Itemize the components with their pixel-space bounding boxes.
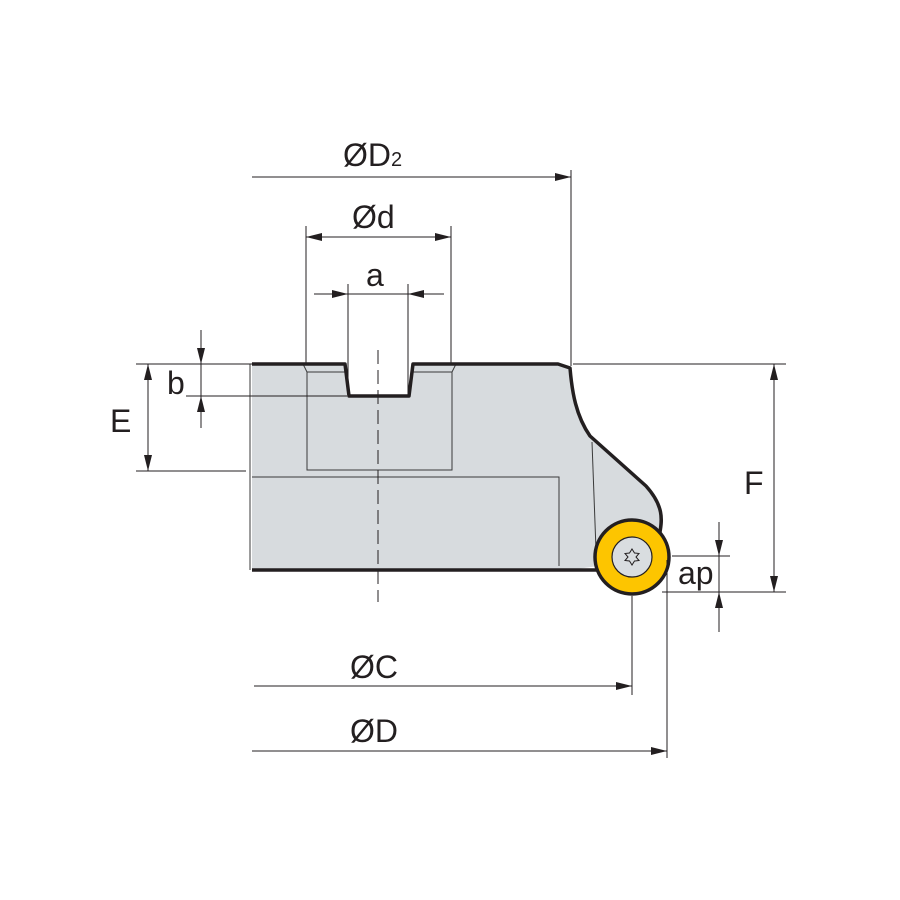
bore-outline [302, 363, 457, 471]
dimension-d: Ød [305, 199, 452, 364]
dimension-ap: ap [672, 522, 730, 632]
screw-head [611, 536, 653, 578]
label-F: F [744, 465, 764, 501]
label-b: b [167, 365, 185, 401]
label-D: ØD [350, 713, 398, 749]
dimension-E: E [110, 363, 246, 472]
label-a: a [366, 257, 384, 293]
dimension-F: F [573, 363, 786, 593]
dimension-C: ØC [254, 596, 633, 695]
cutter-body [249, 362, 663, 572]
torx-icon [624, 548, 640, 566]
label-ap: ap [678, 555, 714, 591]
label-C: ØC [350, 649, 398, 685]
recess-outline [252, 476, 560, 566]
label-d: Ød [352, 199, 395, 235]
round-insert [593, 518, 671, 596]
label-E: E [110, 403, 131, 439]
dimension-b: b [167, 330, 347, 428]
label-D2: ØD2 [343, 137, 402, 173]
dimension-a: a [314, 257, 444, 396]
dimension-D2: ØD2 [252, 137, 572, 366]
cutter-top-contour [252, 362, 663, 533]
dimension-D: ØD [252, 560, 668, 758]
